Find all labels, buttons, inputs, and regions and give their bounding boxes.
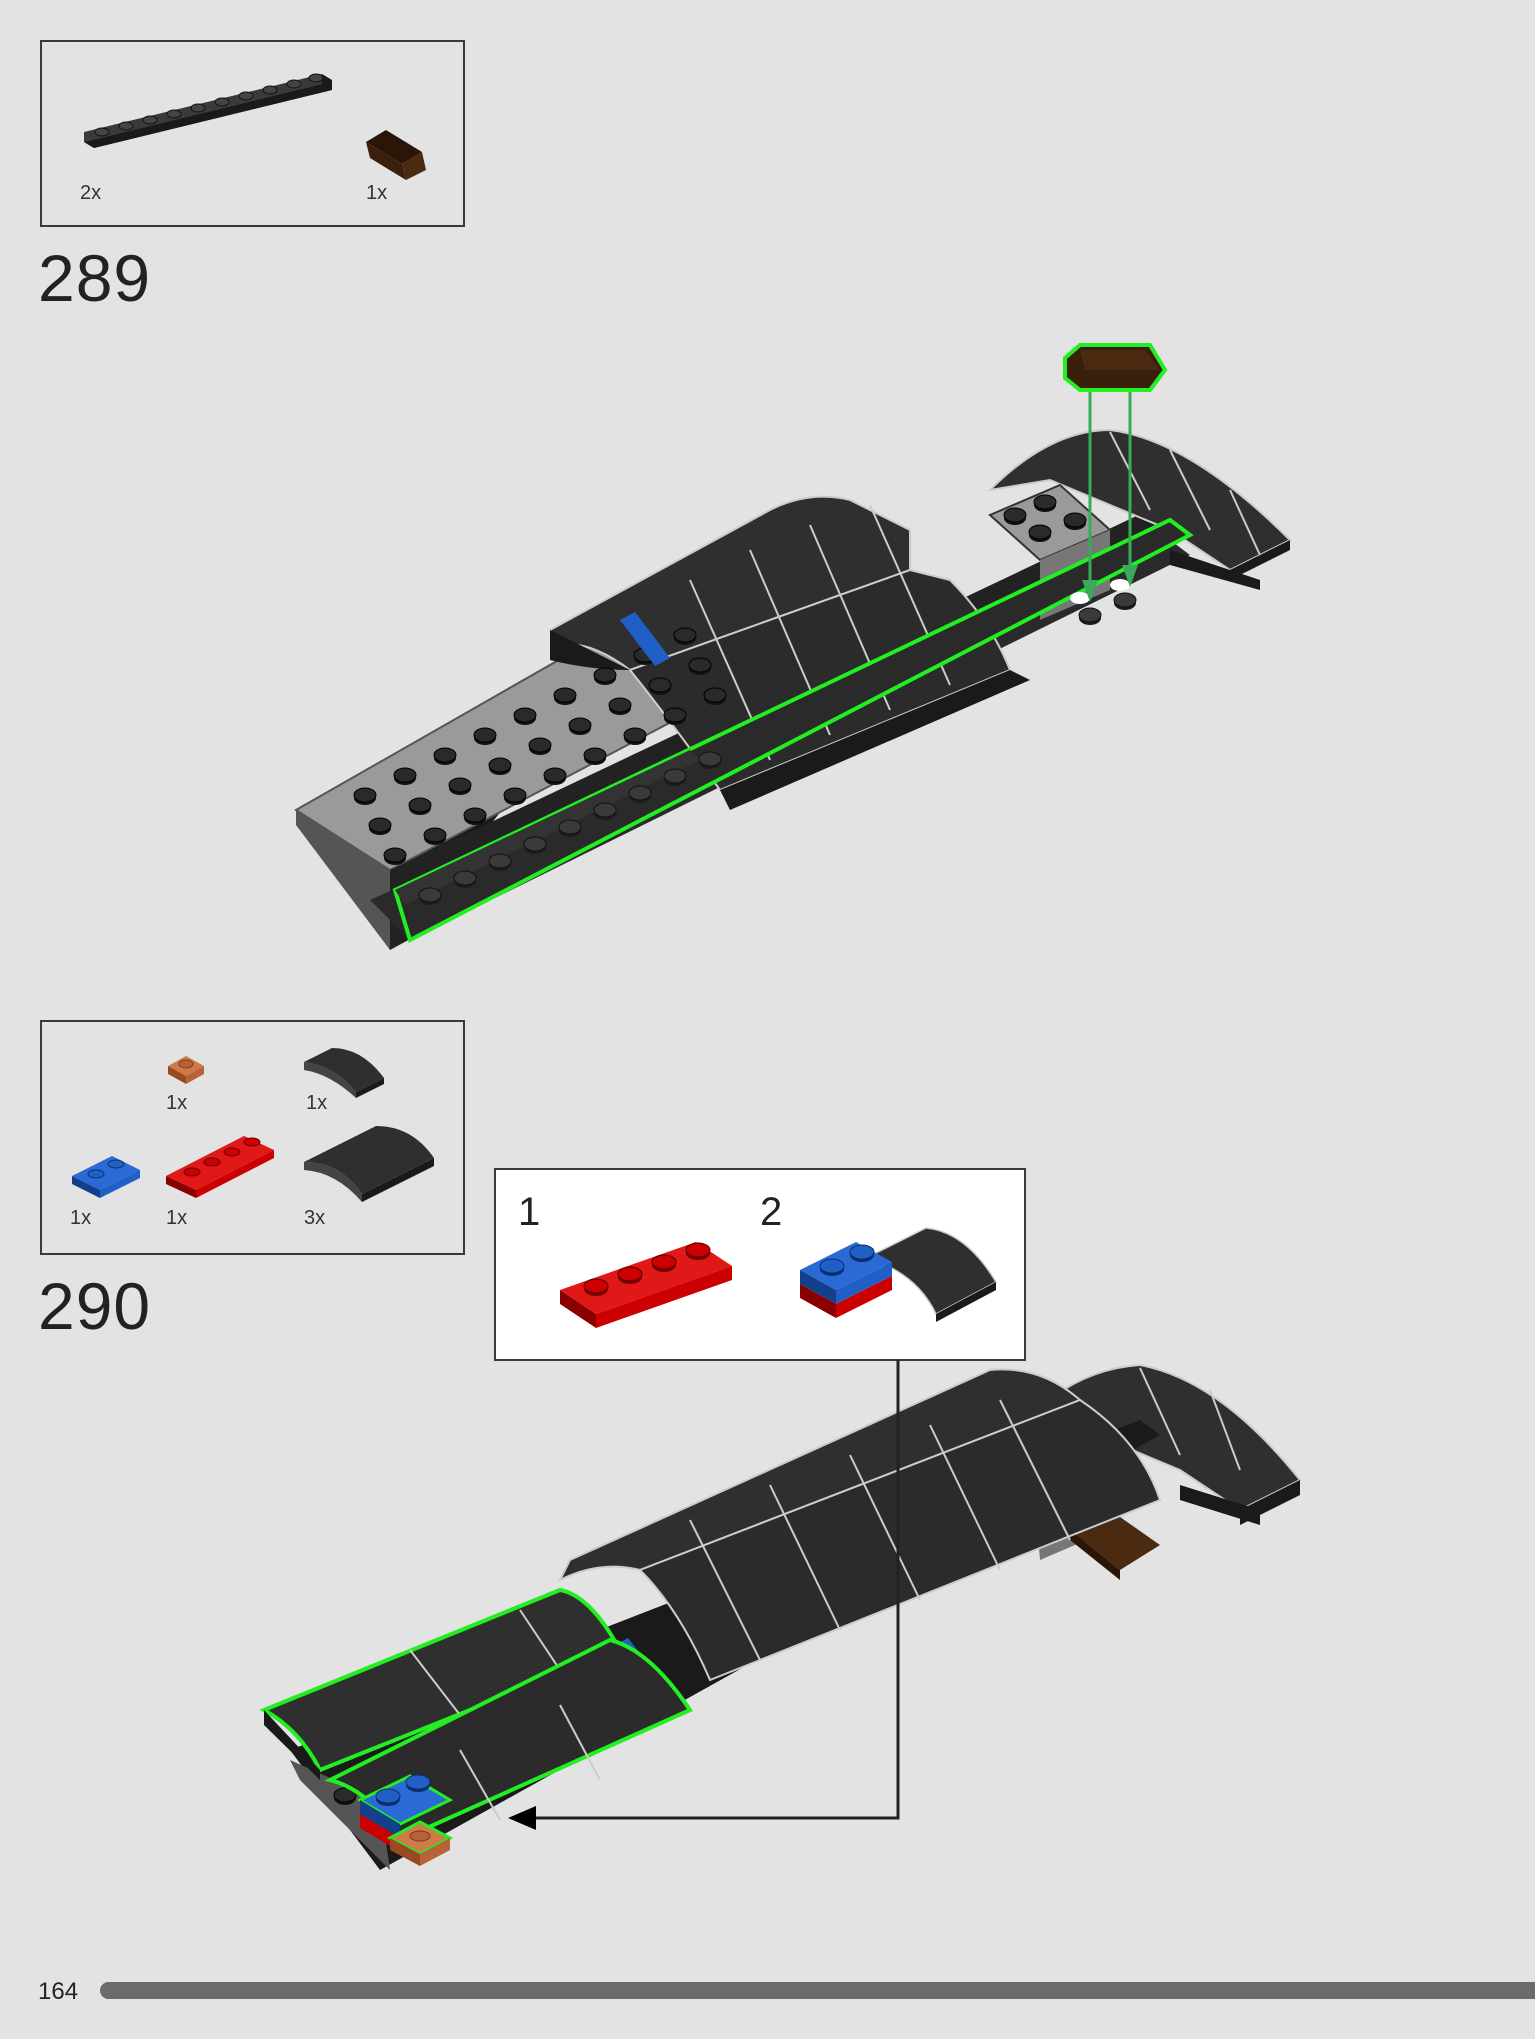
step-number-290: 290 [38, 1269, 152, 1343]
progress-bar [100, 1982, 1535, 1999]
dark-gray-curved-slope-large-icon [304, 1126, 434, 1202]
substep-number-2: 2 [760, 1190, 783, 1234]
page-number: 164 [38, 1978, 79, 2005]
part-qty: 1x [70, 1207, 92, 1229]
dark-gray-plate-1x10-icon [84, 73, 332, 148]
part-qty: 1x [166, 1092, 188, 1114]
red-plate-1x4-icon [560, 1242, 732, 1328]
blue-plate-1x2-icon [72, 1156, 140, 1198]
subassembly-step-2-icon [800, 1227, 998, 1322]
step-289-model [294, 343, 1292, 950]
brown-slope-icon [366, 130, 426, 180]
part-qty: 1x [366, 182, 388, 204]
parts-callout-289: 2x 1x [40, 40, 465, 227]
parts-callout-290: 1x 1x 1x 1x 3x [40, 1020, 465, 1255]
part-qty: 1x [166, 1207, 188, 1229]
part-qty: 2x [80, 182, 102, 204]
step-290-model [259, 1360, 1302, 1870]
subassembly-callout: 1 2 [494, 1168, 1026, 1361]
brown-plate-1x1-icon [168, 1056, 204, 1084]
part-qty: 1x [306, 1092, 328, 1114]
red-plate-1x4-icon [166, 1136, 274, 1198]
dark-gray-curved-slope-small-icon [304, 1048, 384, 1098]
part-qty: 3x [304, 1207, 326, 1229]
substep-number-1: 1 [518, 1190, 541, 1234]
step-number-289: 289 [38, 241, 152, 315]
